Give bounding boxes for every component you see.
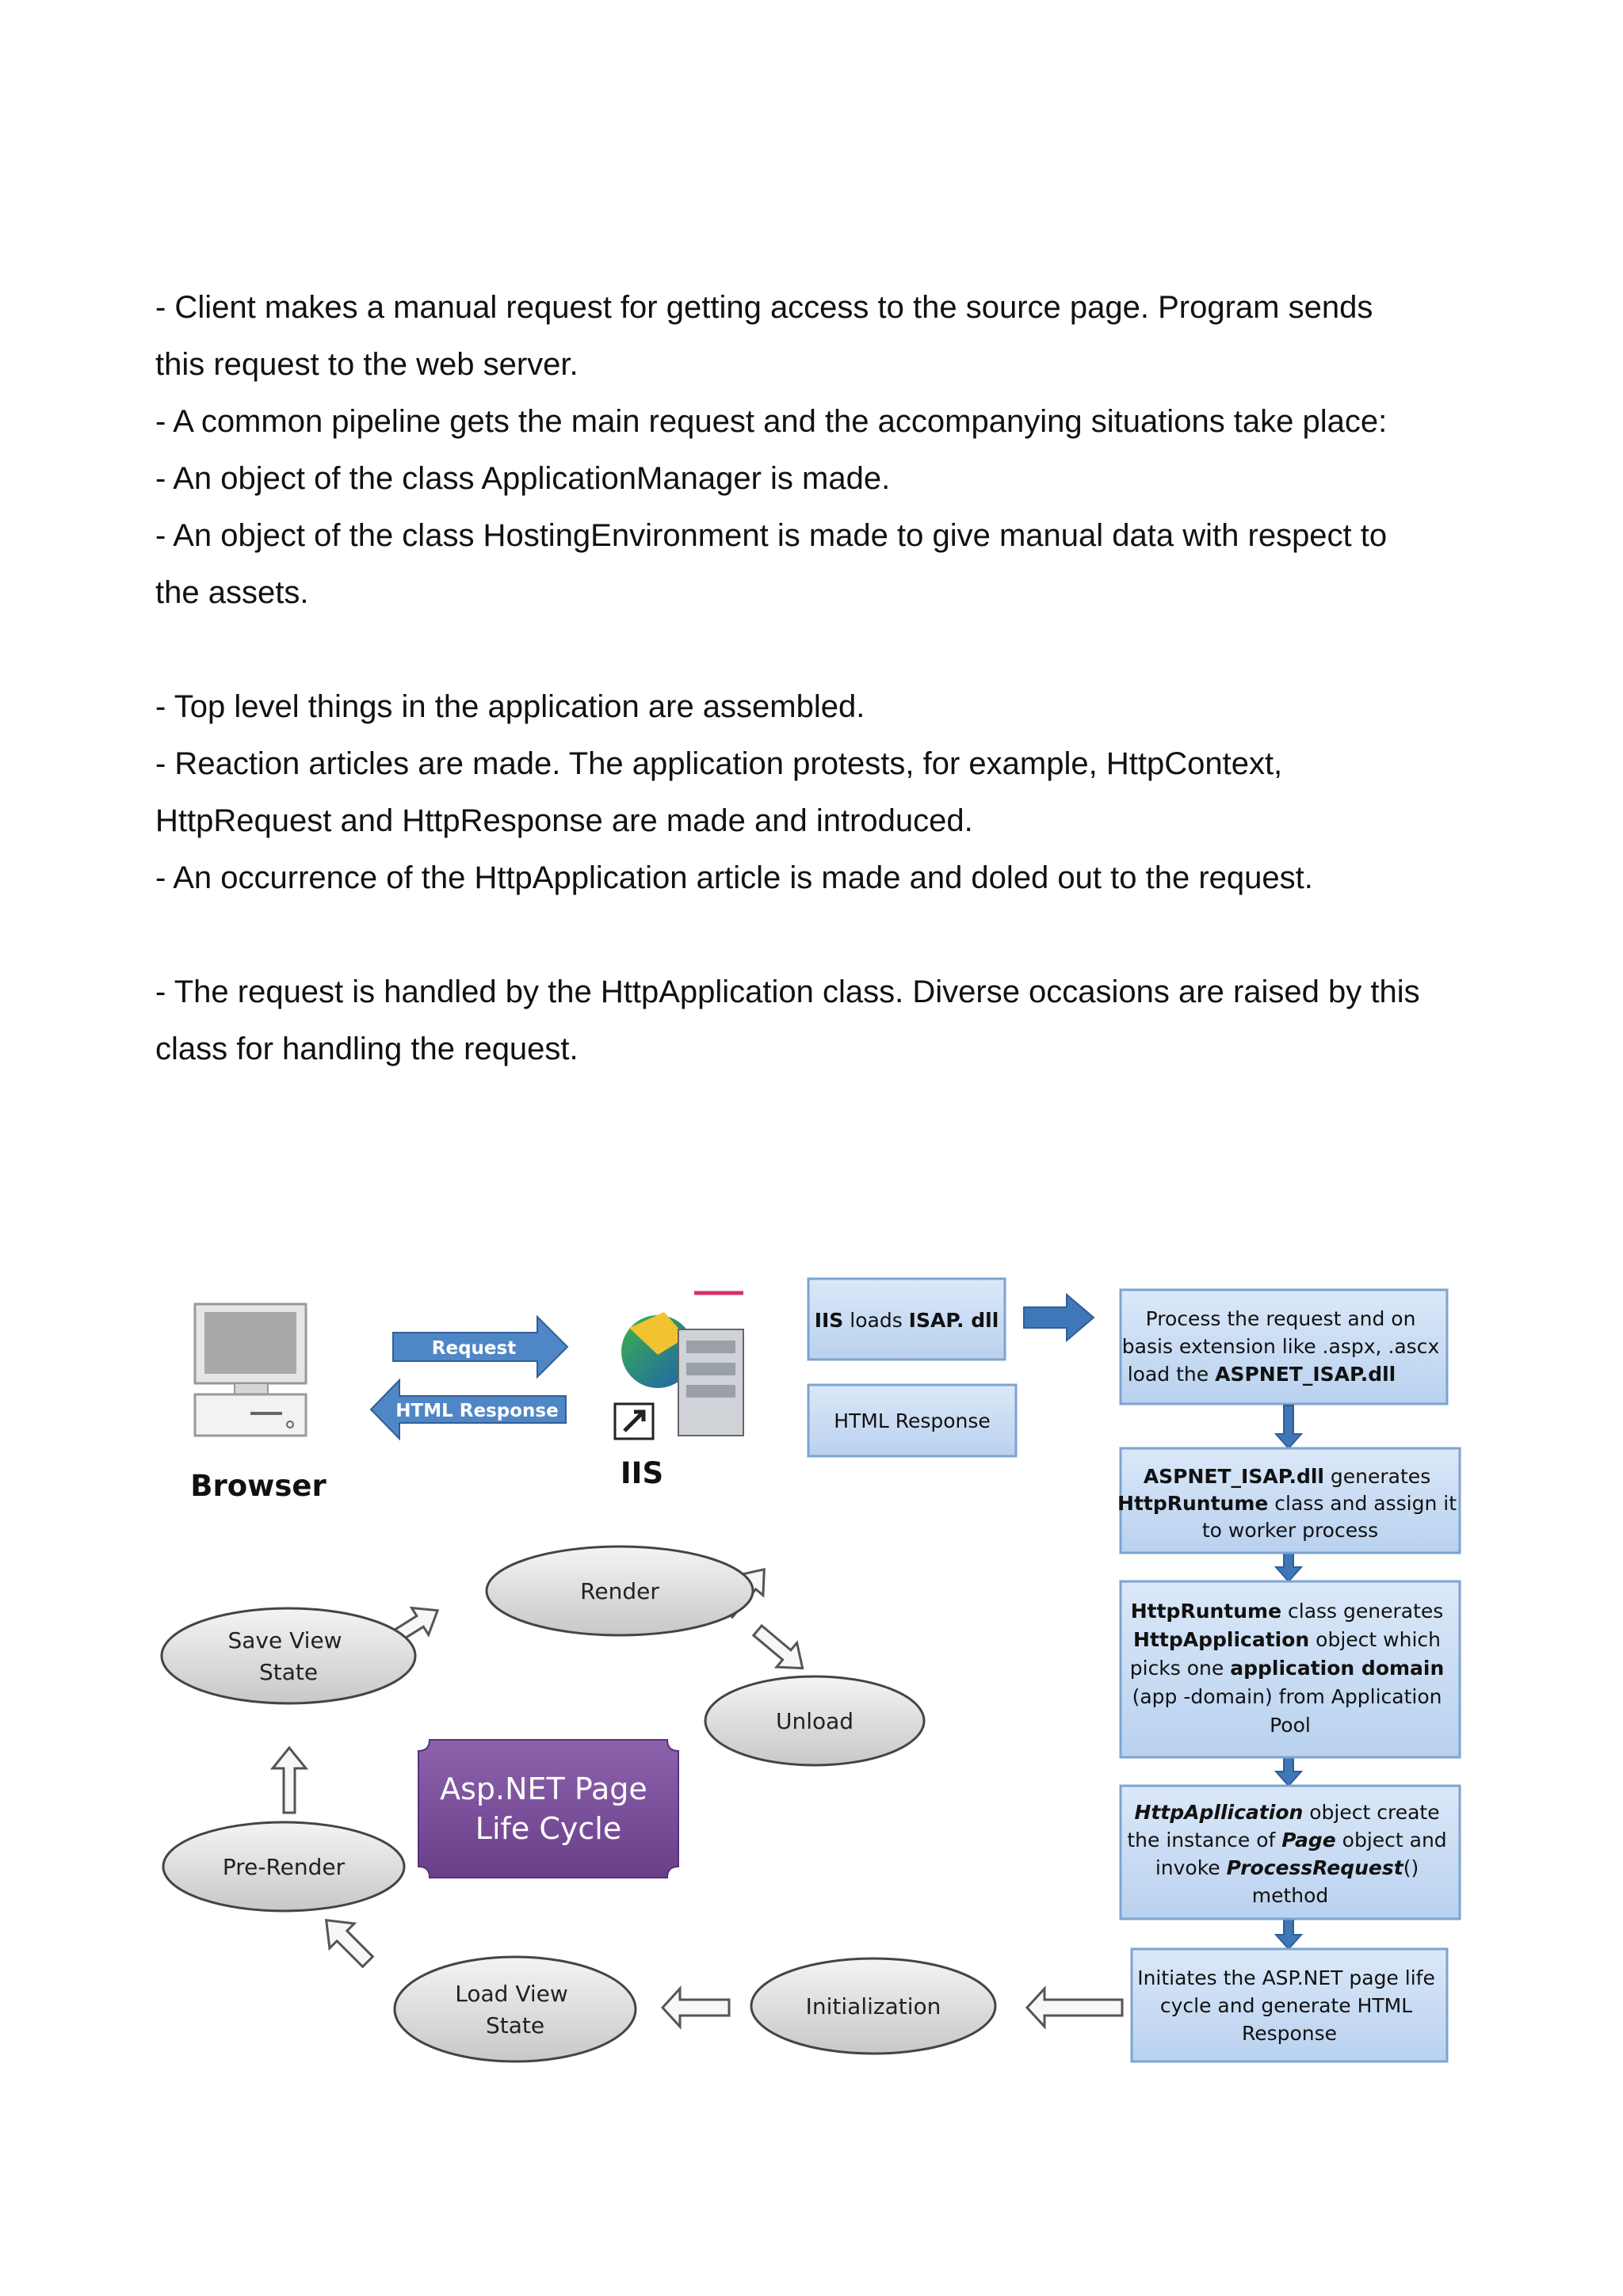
httpapp-line-2b: Page bbox=[1281, 1829, 1335, 1852]
runtime-line-3a: picks one bbox=[1130, 1657, 1230, 1680]
httpapp-line-1b: object create bbox=[1303, 1801, 1439, 1824]
text-line: - A common pipeline gets the main reques… bbox=[155, 404, 1388, 439]
blue-arrow-right bbox=[1023, 1292, 1095, 1343]
request-arrow: Request bbox=[392, 1314, 569, 1379]
iis-loads-post: ISAP. dll bbox=[909, 1309, 999, 1332]
paragraph-3: - The request is handled by the HttpAppl… bbox=[155, 963, 1420, 1077]
aspnet-isap-box: ASPNET_ISAP.dll generates HttpRuntume cl… bbox=[1117, 1447, 1463, 1554]
process-line-2: basis extension like .aspx, .ascx bbox=[1122, 1335, 1439, 1358]
httpapp-line-2c: object and bbox=[1336, 1829, 1447, 1852]
svg-text:IIS loads ISAP. dll: IIS loads ISAP. dll bbox=[815, 1309, 999, 1332]
text-line: the assets. bbox=[155, 575, 309, 610]
iis-loads-isap-box: IIS loads ISAP. dll bbox=[807, 1277, 1006, 1361]
lifecycle-title-badge: Asp.NET Page Life Cycle bbox=[418, 1739, 679, 1878]
lifecycle-title-line-1: Asp.NET Page bbox=[440, 1772, 647, 1806]
runtime-line-4: (app -domain) from Application bbox=[1132, 1685, 1442, 1708]
httpapp-line-2a: the instance of bbox=[1127, 1829, 1281, 1852]
iis-loads-pre: IIS bbox=[815, 1309, 844, 1332]
text-line: this request to the web server. bbox=[155, 347, 579, 382]
pre-render-label: Pre-Render bbox=[223, 1854, 346, 1880]
svg-text:Save View State: Save View State bbox=[228, 1627, 349, 1685]
render-label: Render bbox=[580, 1578, 659, 1604]
iis-label: IIS bbox=[621, 1456, 663, 1490]
stage-render: Render bbox=[485, 1545, 754, 1637]
initiates-line-3: Response bbox=[1242, 2022, 1337, 2045]
runtime-line-2b: object which bbox=[1309, 1628, 1441, 1651]
iis-server-icon bbox=[613, 1291, 744, 1440]
aspnet-line-1b: generates bbox=[1324, 1465, 1430, 1488]
process-line-3a: load the bbox=[1128, 1363, 1215, 1386]
save-view-line-2: State bbox=[259, 1659, 318, 1685]
save-view-line-1: Save View bbox=[228, 1627, 342, 1653]
process-request-box: Process the request and on basis extensi… bbox=[1119, 1288, 1449, 1405]
process-line-1: Process the request and on bbox=[1146, 1307, 1416, 1330]
runtime-line-2a: HttpApplication bbox=[1133, 1628, 1309, 1651]
paragraph-2: - Top level things in the application ar… bbox=[155, 678, 1313, 906]
aspnet-line-3: to worker process bbox=[1202, 1519, 1378, 1542]
runtime-line-3b: application domain bbox=[1230, 1657, 1444, 1680]
svg-text:Process the request and on: Process the request and on basis extensi… bbox=[1122, 1307, 1445, 1386]
text-line: - Client makes a manual request for gett… bbox=[155, 290, 1373, 325]
html-response-arrow-label: HTML Response bbox=[395, 1401, 558, 1421]
text-line: class for handling the request. bbox=[155, 1032, 579, 1066]
runtime-line-1b: class generates bbox=[1281, 1600, 1443, 1623]
stage-pre-render: Pre-Render bbox=[162, 1821, 406, 1913]
html-response-arrow: HTML Response bbox=[369, 1378, 567, 1441]
runtime-line-5: Pool bbox=[1270, 1714, 1311, 1737]
initiates-lifecycle-box: Initiates the ASP.NET page life cycle an… bbox=[1130, 1947, 1449, 2063]
aspnet-line-2a: HttpRuntume bbox=[1117, 1492, 1268, 1515]
browser-label: Browser bbox=[190, 1469, 327, 1503]
stage-unload: Unload bbox=[704, 1675, 926, 1767]
request-arrow-label: Request bbox=[432, 1338, 516, 1359]
svg-text:Initiates the ASP.NET page lif: Initiates the ASP.NET page life cycle an… bbox=[1137, 1966, 1442, 2045]
lifecycle-title-line-2: Life Cycle bbox=[475, 1811, 621, 1846]
aspnet-line-1a: ASPNET_ISAP.dll bbox=[1144, 1465, 1324, 1488]
unload-label: Unload bbox=[776, 1708, 854, 1734]
svg-text:ASPNET_ISAP.dll generates: ASPNET_ISAP.dll generates HttpRuntume cl… bbox=[1117, 1465, 1463, 1542]
runtime-line-1a: HttpRuntume bbox=[1131, 1600, 1281, 1623]
iis-loads-mid: loads bbox=[843, 1309, 908, 1332]
text-line: HttpRequest and HttpResponse are made an… bbox=[155, 803, 973, 838]
svg-text:HttpApllication object create: HttpApllication object create the instan… bbox=[1127, 1801, 1453, 1907]
httpruntime-box: HttpRuntume class generates HttpApplicat… bbox=[1119, 1580, 1461, 1759]
stage-initialization: Initialization bbox=[750, 1957, 997, 2055]
httpapp-line-1a: HttpApllication bbox=[1134, 1801, 1303, 1824]
svg-text:Load View State: Load View State bbox=[455, 1981, 575, 2039]
text-line: - An object of the class ApplicationMana… bbox=[155, 461, 891, 496]
initiates-line-2: cycle and generate HTML bbox=[1160, 1994, 1412, 2017]
computer-icon bbox=[193, 1302, 307, 1437]
text-line: - Reaction articles are made. The applic… bbox=[155, 746, 1283, 781]
text-line: - Top level things in the application ar… bbox=[155, 689, 865, 724]
html-response-box-label: HTML Response bbox=[834, 1409, 991, 1432]
text-line: - An occurrence of the HttpApplication a… bbox=[155, 860, 1313, 895]
asp-net-lifecycle-diagram: Browser Request HTML Response IIS IIS lo… bbox=[160, 1277, 1463, 2063]
httpapp-line-3a: invoke bbox=[1155, 1856, 1227, 1879]
svg-text:Asp.NET Page Life Cycle: Asp.NET Page Life Cycle bbox=[440, 1772, 657, 1846]
load-view-line-1: Load View bbox=[455, 1981, 568, 2007]
text-line: - The request is handled by the HttpAppl… bbox=[155, 974, 1420, 1009]
stage-load-view-state: Load View State bbox=[393, 1955, 637, 2063]
initialization-label: Initialization bbox=[806, 1993, 941, 2019]
lifecycle-arrows bbox=[269, 1567, 1124, 2030]
httpapp-line-4: method bbox=[1252, 1884, 1329, 1907]
httpapplication-box: HttpApllication object create the instan… bbox=[1119, 1784, 1461, 1920]
httpapp-line-3c: () bbox=[1403, 1856, 1419, 1879]
text-line: - An object of the class HostingEnvironm… bbox=[155, 518, 1388, 553]
load-view-line-2: State bbox=[486, 2012, 544, 2039]
stage-save-view-state: Save View State bbox=[160, 1607, 417, 1705]
aspnet-line-2b: class and assign it bbox=[1268, 1492, 1457, 1515]
initiates-line-1: Initiates the ASP.NET page life bbox=[1137, 1966, 1435, 1989]
paragraph-1: - Client makes a manual request for gett… bbox=[155, 279, 1387, 621]
html-response-box: HTML Response bbox=[807, 1383, 1018, 1458]
httpapp-line-3b: ProcessRequest bbox=[1227, 1856, 1404, 1879]
process-line-3b: ASPNET_ISAP.dll bbox=[1215, 1363, 1396, 1386]
svg-text:HttpRuntume class generates: HttpRuntume class generates HttpApplicat… bbox=[1130, 1600, 1450, 1737]
